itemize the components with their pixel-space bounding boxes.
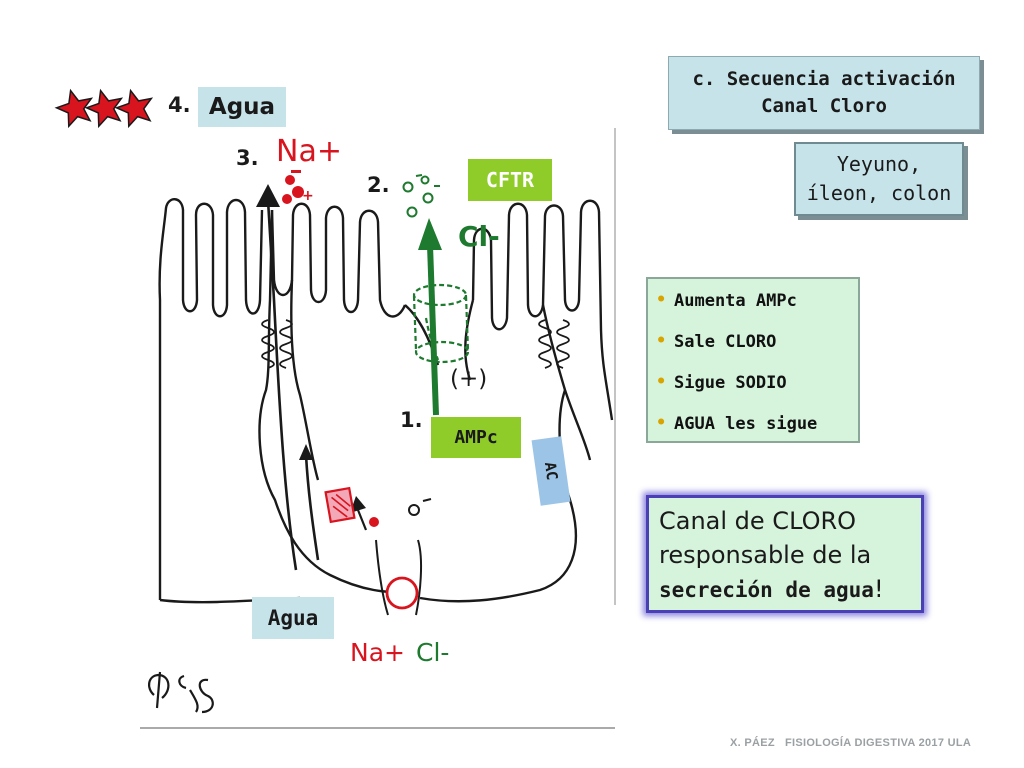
bullet-item: Sigue SODIO xyxy=(648,362,858,404)
cftr-channel xyxy=(412,283,470,364)
title-line-1: c. Secuencia activación xyxy=(692,68,956,90)
sodium-dots: + xyxy=(282,170,314,204)
step-4-label: 4. xyxy=(168,93,191,117)
footer-credit: X. PÁEZ FISIOLOGÍA DIGESTIVA 2017 ULA xyxy=(730,737,972,749)
agua-bottom-box: Agua xyxy=(252,597,334,639)
ampc-label: AMPc xyxy=(454,427,498,448)
summary-box: Canal de CLORO responsable de la secreci… xyxy=(646,495,924,613)
basolateral-transporter xyxy=(350,496,432,616)
chloride-dots xyxy=(402,174,440,218)
location-box: Yeyuno, íleon, colon xyxy=(794,142,964,216)
handwriting-scribble xyxy=(148,671,214,714)
summary-bold: secreción de agua xyxy=(659,578,874,602)
ac-label: AC xyxy=(540,460,562,482)
summary-line-3: secreción de agua! xyxy=(659,572,911,607)
step-1-label: 1. xyxy=(400,408,423,432)
plus-label: (+) xyxy=(450,366,488,392)
step-3-label: 3. xyxy=(236,146,259,170)
na-top-label: Na+ xyxy=(276,134,342,169)
na-bottom-label: Na+ xyxy=(350,638,405,667)
paracellular-arrows xyxy=(256,184,320,571)
location-line-2: íleon, colon xyxy=(806,181,952,205)
microvilli xyxy=(158,198,614,600)
bullet-item: Aumenta AMPc xyxy=(648,280,858,322)
agua-top-box: Agua xyxy=(198,87,286,127)
step-2-label: 2. xyxy=(367,173,390,197)
cl-bottom-label: Cl- xyxy=(416,638,450,667)
location-line-1: Yeyuno, xyxy=(836,152,922,176)
title-line-2: Canal Cloro xyxy=(761,95,887,117)
cftr-box: CFTR xyxy=(468,159,552,201)
agua-top-label: Agua xyxy=(208,94,276,120)
summary-line-1: Canal de CLORO xyxy=(659,507,857,535)
cell-walls xyxy=(159,209,592,604)
bullet-item: Sale CLORO xyxy=(648,321,858,363)
bullet-box: Aumenta AMPc Sale CLORO Sigue SODIO AGUA… xyxy=(646,277,860,445)
title-box: c. Secuencia activación Canal Cloro xyxy=(668,56,980,130)
agua-bottom-label: Agua xyxy=(267,606,319,630)
summary-end: ! xyxy=(873,575,884,603)
bullet-list: Aumenta AMPc Sale CLORO Sigue SODIO AGUA… xyxy=(648,280,858,445)
ampc-box: AMPc xyxy=(431,417,521,458)
svg-text:+: + xyxy=(302,188,314,204)
stars-icon xyxy=(54,88,154,129)
bullet-item: AGUA les sigue xyxy=(648,403,858,445)
summary-line-2: responsable de la xyxy=(659,541,872,569)
tight-junctions xyxy=(261,319,570,369)
cftr-label: CFTR xyxy=(485,168,535,192)
pump xyxy=(324,486,356,524)
cl-top-label: Cl- xyxy=(458,220,500,253)
